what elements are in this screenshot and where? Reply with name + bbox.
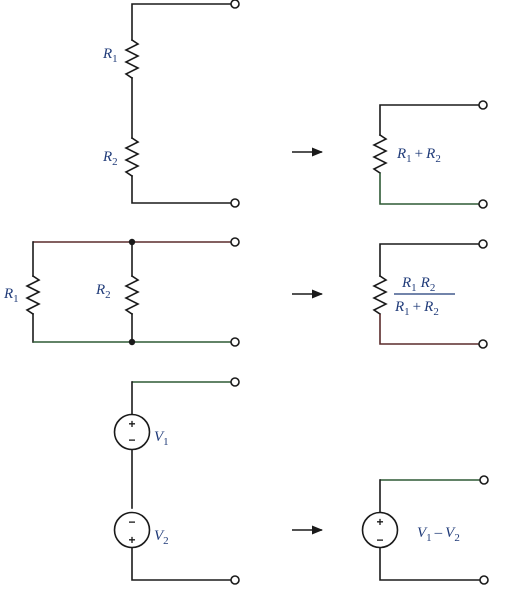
label-r2: R2 [102,149,118,168]
series-source-circuit: + − − + V1 V2 [113,377,240,585]
label-r1-plus-r2: R1+R2 [396,146,441,165]
terminal [479,475,489,485]
series-resistor-equivalent: R1+R2 [372,100,488,209]
plus-sign: + [128,533,135,547]
label-r1: R1 [102,46,118,65]
junction-dot [128,338,136,346]
label-v1-minus-v2: V1–V2 [417,525,460,544]
terminal [230,377,240,387]
resistor-equivalent-zigzag [372,133,388,175]
terminal [479,575,489,585]
minus-sign: − [128,433,135,447]
terminal [478,339,488,349]
junction-dot [128,238,136,246]
label-v1: V1 [154,429,169,448]
terminal [230,337,240,347]
terminal [230,198,240,208]
resistor-r1-zigzag [124,38,140,80]
resistor-r2-zigzag [124,136,140,178]
series-top-wire [131,3,233,41]
resistor-r1-zigzag [25,274,41,316]
terminal [478,100,488,110]
minus-sign: − [376,533,383,547]
terminal [478,199,488,209]
terminal [230,575,240,585]
parallel-resistor-circuit: R1 R2 [3,237,240,347]
terminal [478,239,488,249]
label-r1: R1 [3,286,19,305]
label-v2: V2 [154,528,169,547]
series-resistor-circuit: R1 R2 [102,0,240,208]
terminal [230,0,240,9]
minus-sign: − [128,515,135,529]
plus-sign: + [376,515,383,529]
fraction-denominator: R1+R2 [394,299,439,318]
resistor-r2-zigzag [124,274,140,316]
label-r2: R2 [95,282,111,301]
series-source-equivalent: + − V1–V2 [361,475,489,585]
plus-sign: + [128,417,135,431]
resistor-equivalent-zigzag [372,274,388,316]
terminal [230,237,240,247]
series-bottom-wire [131,175,233,204]
